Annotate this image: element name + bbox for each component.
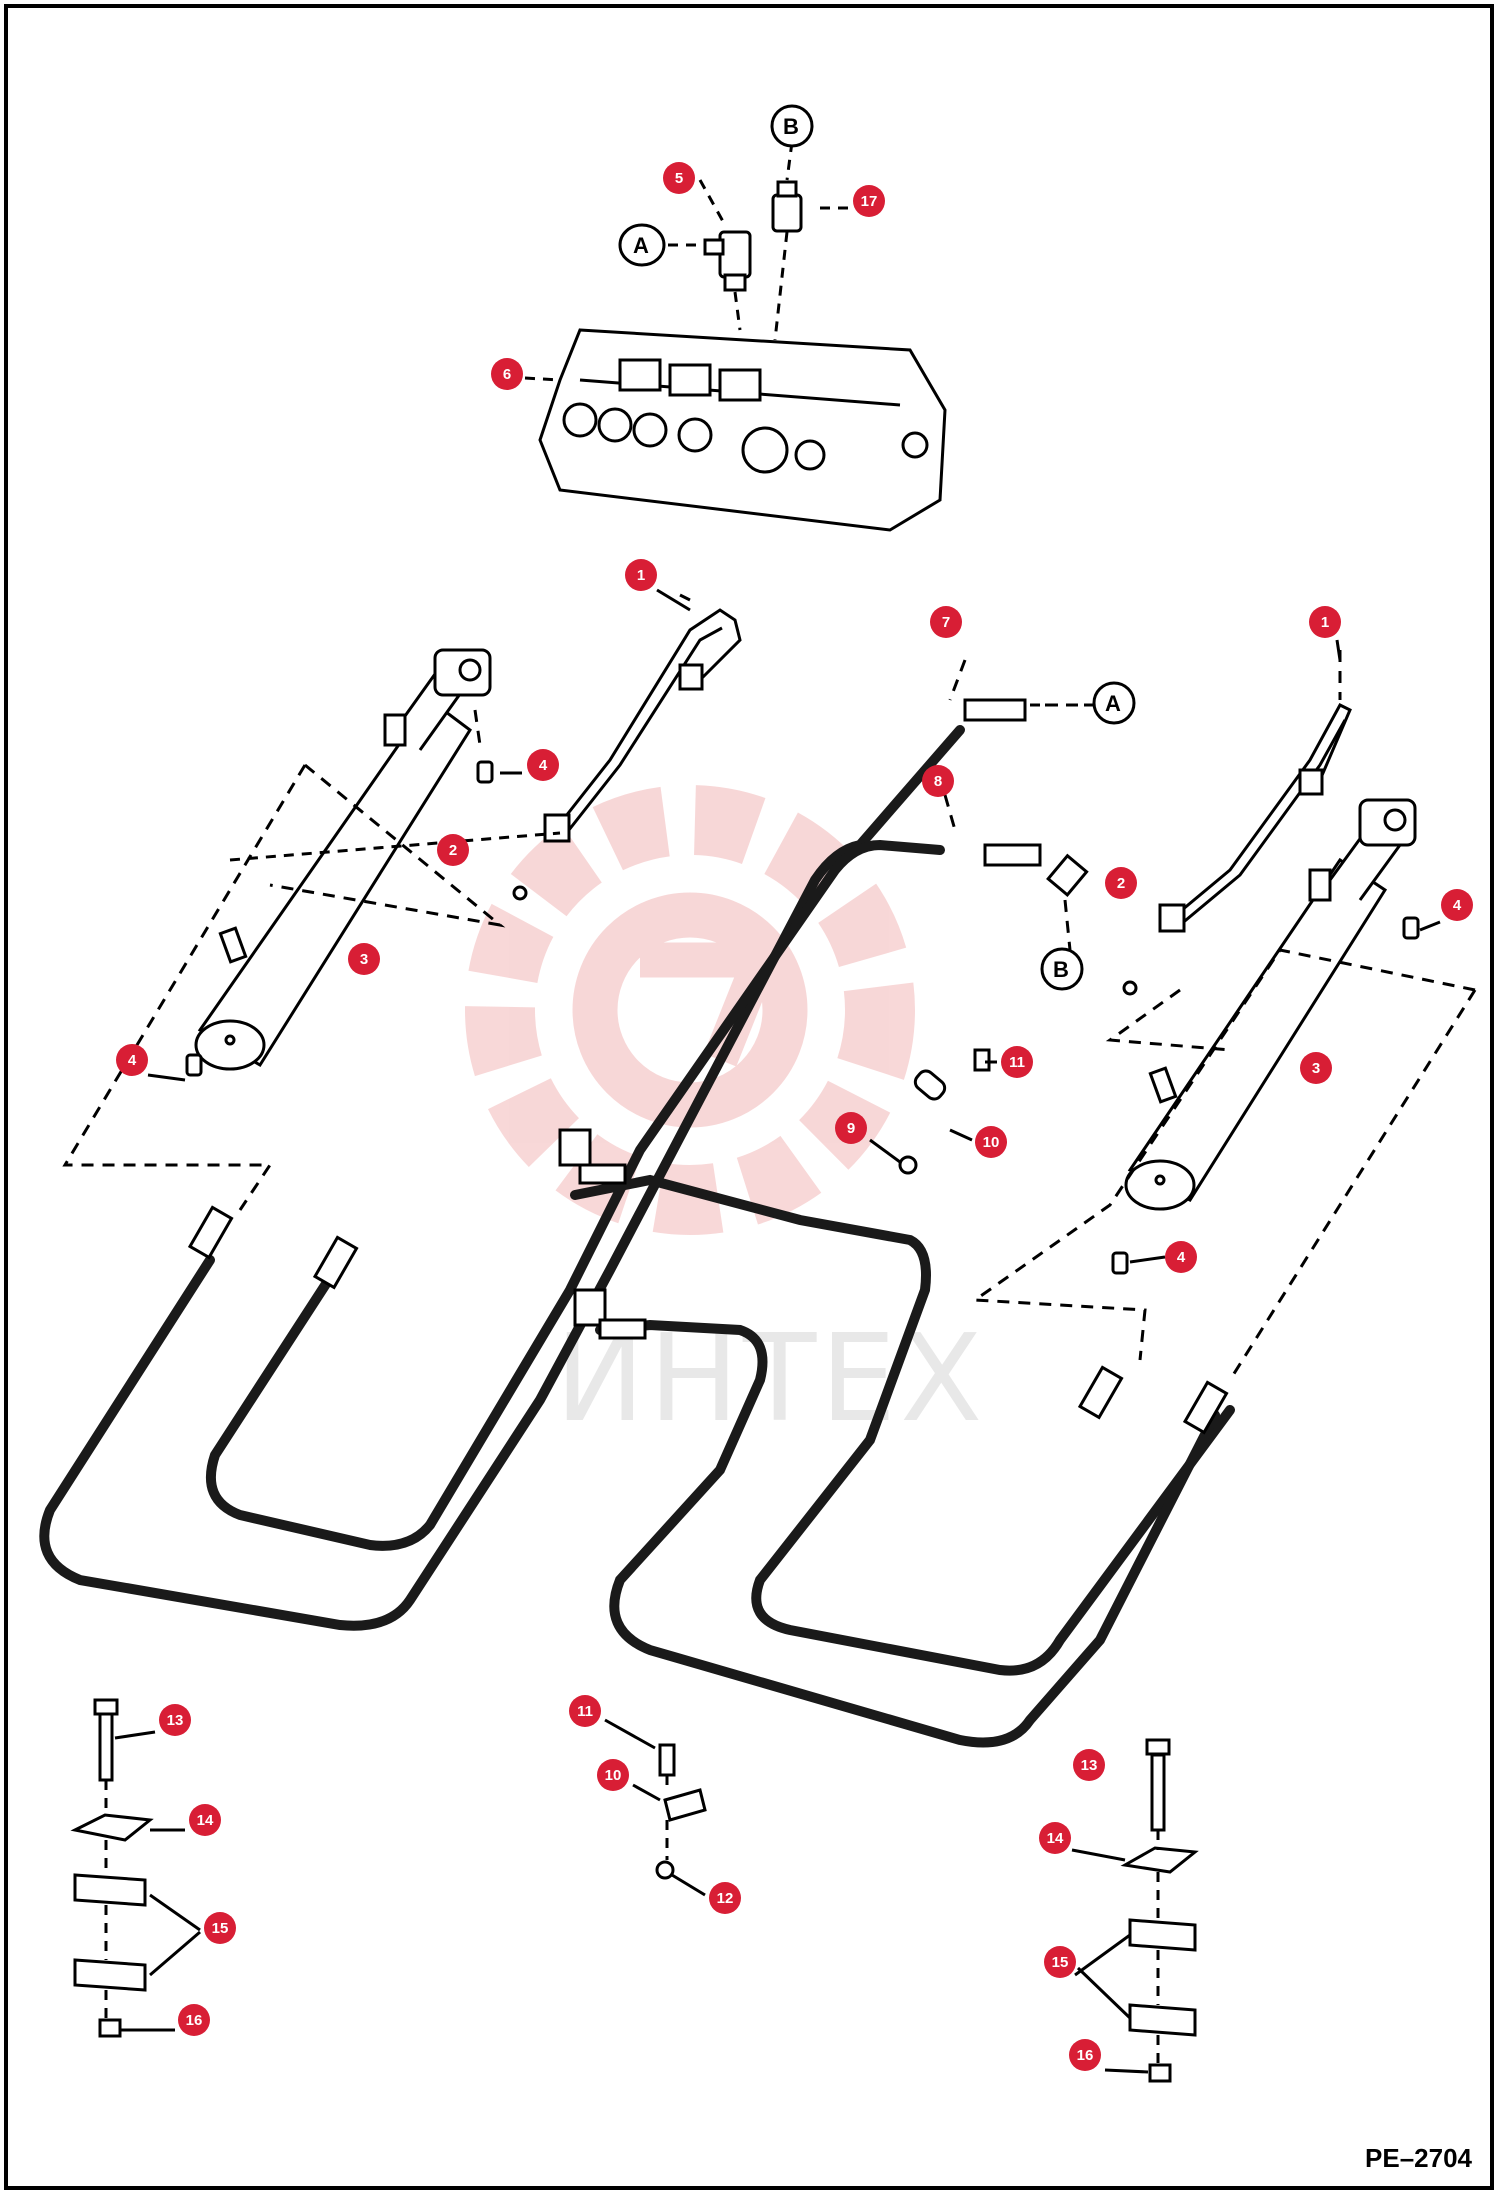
callout-16-left: 16 <box>178 2004 210 2036</box>
svg-text:4: 4 <box>1453 897 1462 914</box>
svg-text:11: 11 <box>1009 1054 1025 1071</box>
callout-13-right: 13 <box>1073 1749 1105 1781</box>
svg-text:1: 1 <box>1321 614 1329 631</box>
svg-text:B: B <box>1053 957 1069 982</box>
svg-text:12: 12 <box>717 1890 734 1907</box>
svg-text:3: 3 <box>1312 1060 1320 1077</box>
center-clamp-group <box>655 1048 991 1880</box>
callout-4-a: 4 <box>527 749 559 781</box>
svg-text:10: 10 <box>983 1134 1000 1151</box>
callout-1-left: 1 <box>625 559 657 591</box>
svg-text:3: 3 <box>360 951 368 968</box>
small-fittings <box>185 760 1420 1275</box>
svg-text:15: 15 <box>1052 1954 1069 1971</box>
svg-text:2: 2 <box>1117 875 1125 892</box>
callout-4-b: 4 <box>1441 889 1473 921</box>
callout-9: 9 <box>835 1112 867 1144</box>
callout-leaders <box>114 588 1441 2074</box>
steel-tube-right <box>1158 703 1352 933</box>
connection-marker-a-hose: A <box>1030 681 1136 725</box>
elbow-fitting <box>703 230 752 292</box>
callout-markers: 5 17 6 1 7 1 4 2 8 2 4 3 3 4 11 9 10 4 1… <box>116 162 1473 2071</box>
callout-8: 8 <box>922 765 954 797</box>
callout-14-right: 14 <box>1039 1822 1071 1854</box>
callout-7: 7 <box>930 606 962 638</box>
clamp-leaders <box>104 1775 1160 2065</box>
svg-text:16: 16 <box>186 2012 203 2029</box>
svg-text:9: 9 <box>847 1120 855 1137</box>
callout-4-d: 4 <box>1165 1241 1197 1273</box>
connection-marker-a-top: A <box>618 223 666 267</box>
svg-text:A: A <box>633 233 649 258</box>
svg-text:4: 4 <box>128 1052 137 1069</box>
page-border <box>4 4 1494 2190</box>
svg-text:A: A <box>1105 691 1121 716</box>
callout-1-right: 1 <box>1309 606 1341 638</box>
callout-3-left: 3 <box>348 943 380 975</box>
callout-13-left: 13 <box>159 1704 191 1736</box>
callout-14-left: 14 <box>189 1804 221 1836</box>
callout-15-right: 15 <box>1044 1946 1076 1978</box>
callout-6: 6 <box>491 358 523 390</box>
svg-text:7: 7 <box>942 614 950 631</box>
callout-4-c: 4 <box>116 1044 148 1076</box>
steel-tube-left <box>229 608 742 862</box>
clamp-stack-left <box>70 1698 154 2038</box>
drawing-id: PE–2704 <box>1365 2143 1472 2173</box>
connection-marker-b-hose: B <box>1040 947 1084 991</box>
callout-12: 12 <box>709 1882 741 1914</box>
svg-text:2: 2 <box>449 842 457 859</box>
callout-11-a: 11 <box>1001 1046 1033 1078</box>
left-hydraulic-cylinder <box>194 648 492 1071</box>
svg-text:10: 10 <box>605 1767 622 1784</box>
svg-text:17: 17 <box>861 193 878 210</box>
svg-text:8: 8 <box>934 773 942 790</box>
callout-2-left: 2 <box>437 834 469 866</box>
svg-text:4: 4 <box>1177 1249 1186 1266</box>
callout-10-a: 10 <box>975 1126 1007 1158</box>
right-hydraulic-cylinder <box>1124 798 1417 1211</box>
svg-text:14: 14 <box>1047 1830 1064 1847</box>
dashed-leaders <box>62 593 1477 1381</box>
svg-text:5: 5 <box>675 170 683 187</box>
callout-16-right: 16 <box>1069 2039 1101 2071</box>
control-valve <box>538 328 947 532</box>
connection-marker-b-top: B <box>770 104 814 148</box>
clamp-stack-right <box>1120 1738 1199 2083</box>
callout-11-b: 11 <box>569 1695 601 1727</box>
leader-lines <box>524 141 850 382</box>
svg-text:16: 16 <box>1077 2047 1094 2064</box>
callout-3-right: 3 <box>1300 1052 1332 1084</box>
svg-text:14: 14 <box>197 1812 214 1829</box>
hose-fittings <box>187 698 1229 1435</box>
svg-text:15: 15 <box>212 1920 229 1937</box>
svg-text:1: 1 <box>637 567 645 584</box>
svg-text:13: 13 <box>1081 1757 1098 1774</box>
svg-text:13: 13 <box>167 1712 184 1729</box>
callout-17: 17 <box>853 185 885 217</box>
callout-10-b: 10 <box>597 1759 629 1791</box>
svg-text:11: 11 <box>577 1703 593 1720</box>
hydraulic-hoses <box>39 725 1235 1748</box>
straight-fitting <box>771 180 803 233</box>
svg-text:6: 6 <box>503 366 511 383</box>
svg-text:B: B <box>783 114 799 139</box>
callout-2-right: 2 <box>1105 867 1137 899</box>
svg-text:4: 4 <box>539 757 548 774</box>
callout-5: 5 <box>663 162 695 194</box>
callout-15-left: 15 <box>204 1912 236 1944</box>
